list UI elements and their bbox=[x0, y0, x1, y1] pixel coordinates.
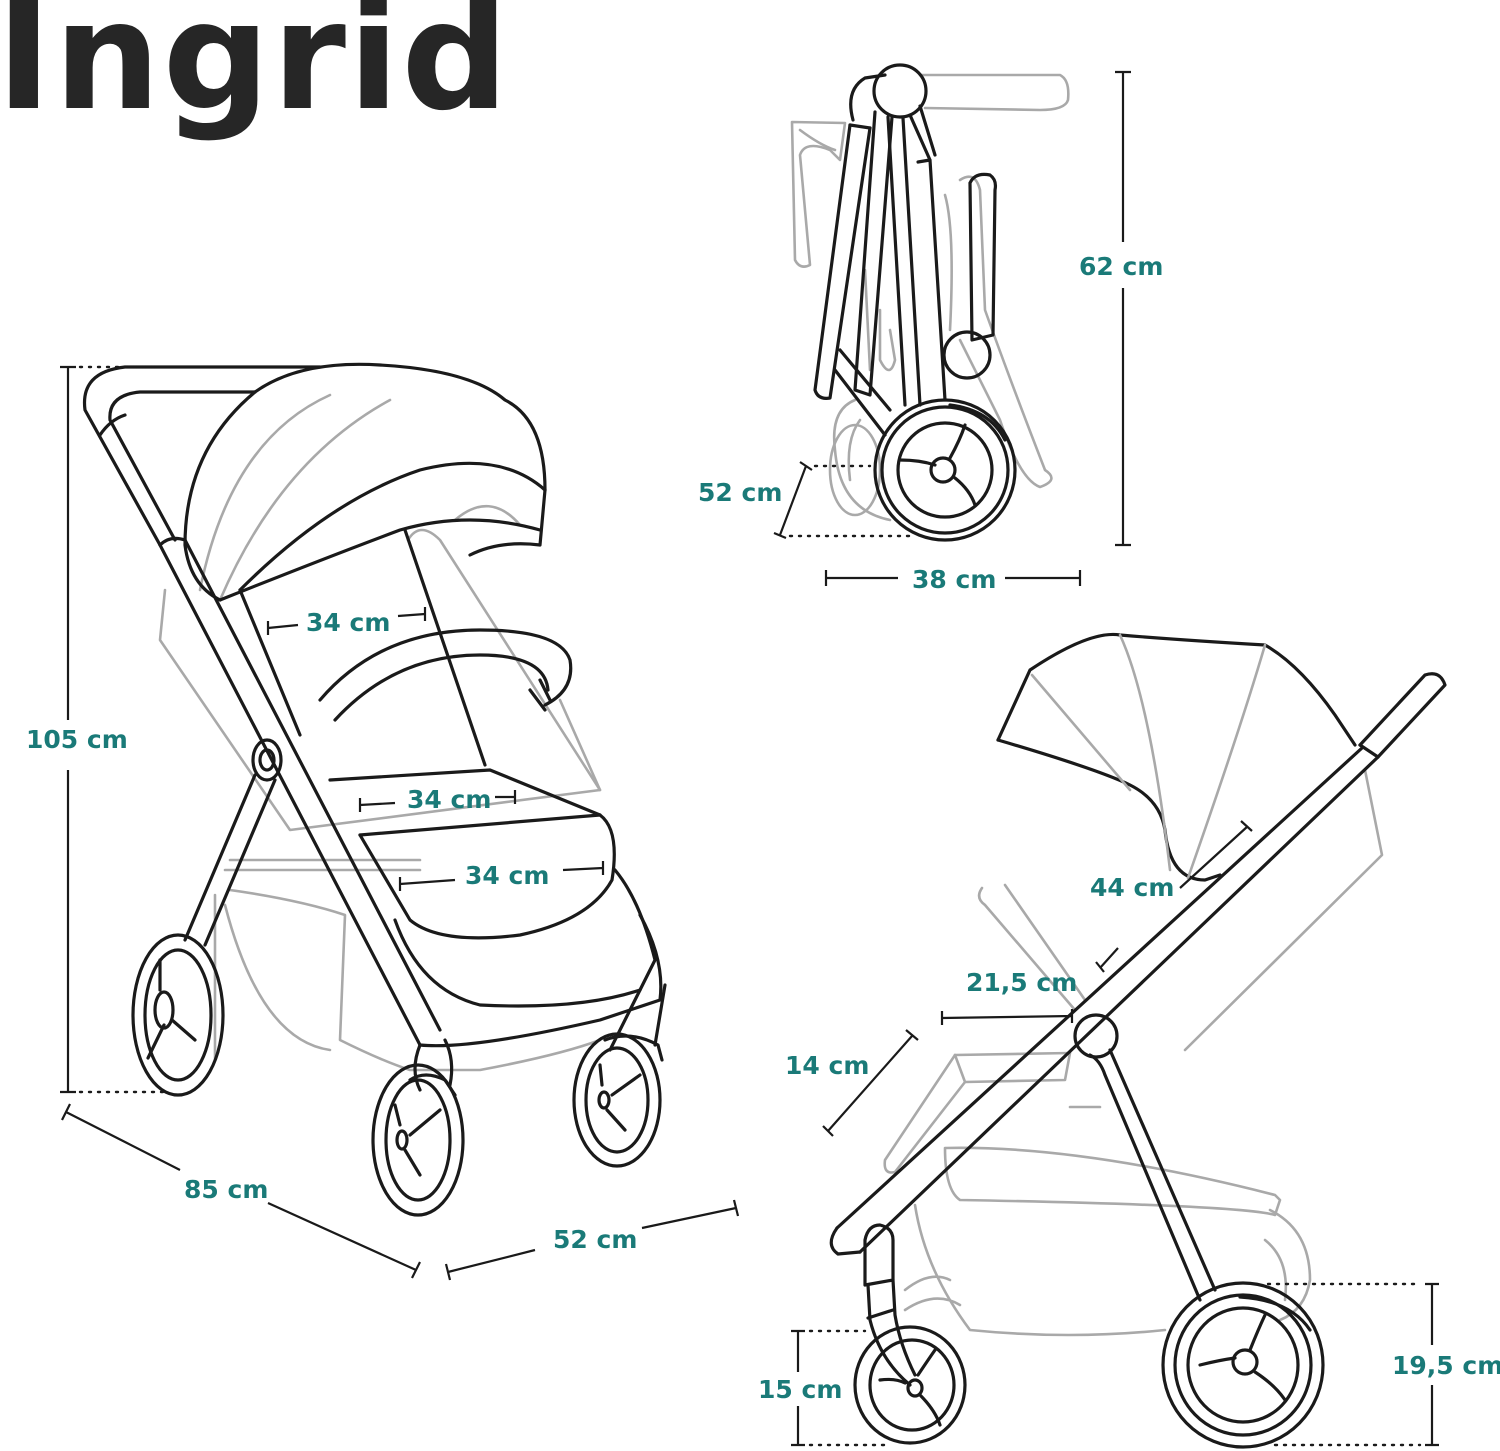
front-length-label: 85 cm bbox=[184, 1175, 269, 1204]
front-view-stroller-drawing bbox=[82, 362, 667, 1217]
front-wheel-diameter-label: 15 cm bbox=[758, 1375, 843, 1404]
backrest-width-label: 34 cm bbox=[306, 608, 391, 637]
front-width-label: 52 cm bbox=[553, 1225, 638, 1254]
folded-height-label: 62 cm bbox=[1079, 252, 1164, 281]
folded-view-dimension-lines bbox=[773, 70, 1131, 586]
seat-depth-label: 21,5 cm bbox=[966, 968, 1078, 997]
front-height-label: 105 cm bbox=[26, 725, 128, 754]
product-title: Ingrid bbox=[0, 0, 511, 144]
folded-view-stroller-drawing bbox=[790, 63, 1070, 542]
front-view-dimension-lines bbox=[60, 365, 740, 1281]
seat-width-label: 34 cm bbox=[407, 785, 492, 814]
side-view-dimension-lines bbox=[791, 820, 1439, 1447]
footrest-width-label: 34 cm bbox=[465, 861, 550, 890]
side-view-stroller-drawing bbox=[829, 632, 1447, 1449]
backrest-height-label: 44 cm bbox=[1090, 873, 1175, 902]
rear-wheel-diameter-label: 19,5 cm bbox=[1392, 1351, 1500, 1380]
folded-depth-label: 52 cm bbox=[698, 478, 783, 507]
footrest-length-label: 14 cm bbox=[785, 1051, 870, 1080]
folded-width-label: 38 cm bbox=[912, 565, 997, 594]
